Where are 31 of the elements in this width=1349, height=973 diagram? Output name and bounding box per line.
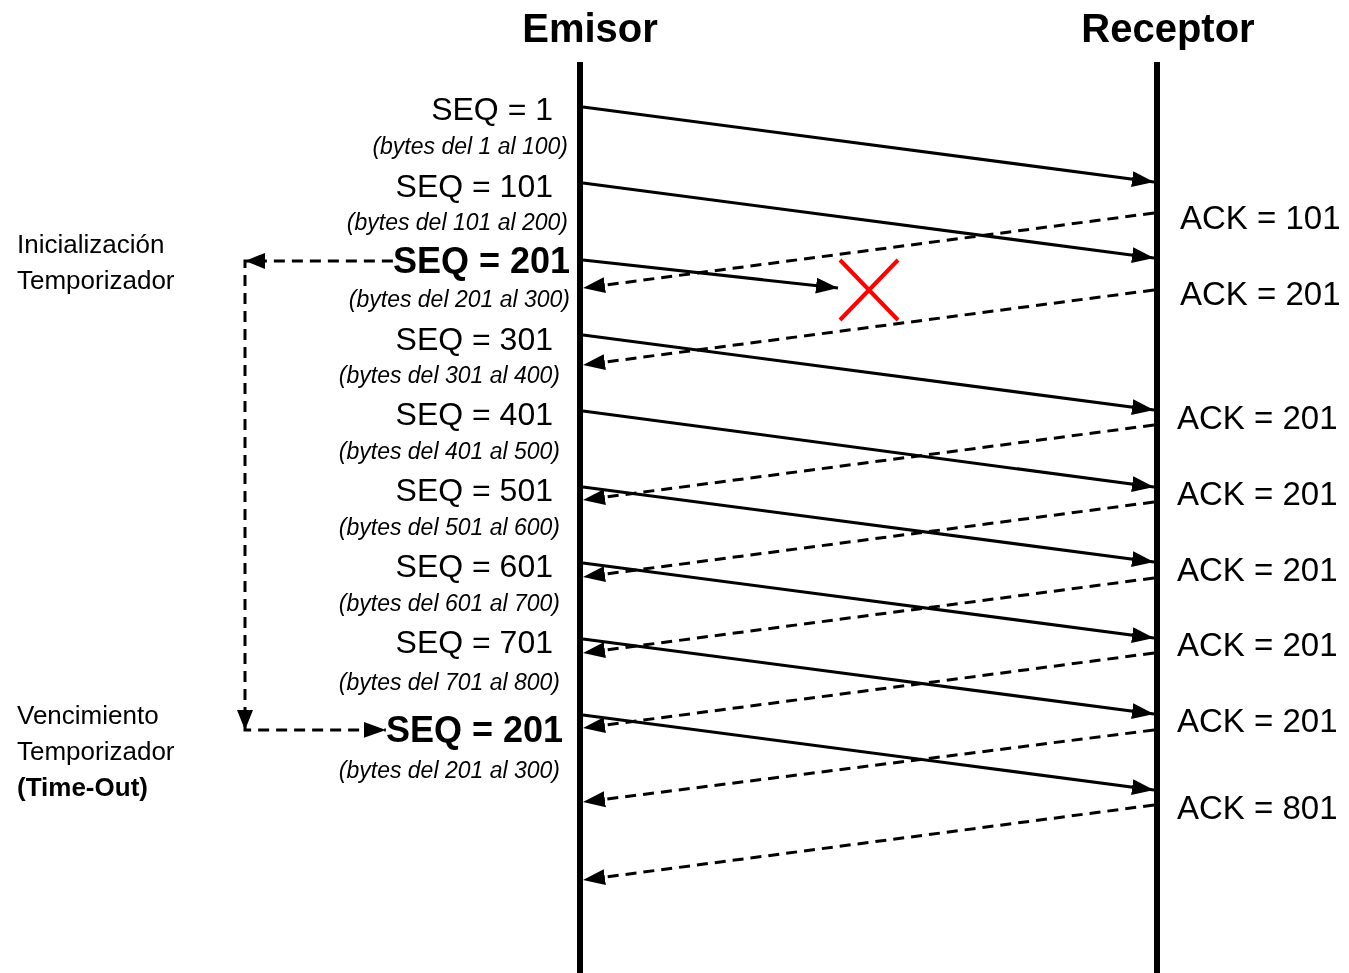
ack-number-label: ACK = 201: [1177, 552, 1338, 589]
ack-number-label: ACK = 201: [1177, 703, 1338, 740]
byte-range-label: (bytes del 1 al 100): [372, 134, 568, 160]
byte-range-label: (bytes del 401 al 500): [338, 439, 560, 465]
ack-number-label: ACK = 201: [1180, 276, 1341, 313]
lifeline-title: Emisor: [522, 6, 658, 50]
sequence-number-label: SEQ = 1: [431, 93, 553, 127]
timer-note: Vencimiento Temporizador (Time-Out): [17, 699, 176, 804]
ack-number-label: ACK = 201: [1177, 400, 1338, 437]
lost-packet-cross-icon: [838, 258, 900, 322]
ack-number-label: ACK = 201: [1177, 476, 1338, 513]
ack-number-label: ACK = 201: [1177, 627, 1338, 664]
sequence-number-label: SEQ = 201: [385, 711, 563, 749]
sequence-number-label: SEQ = 201: [392, 242, 570, 280]
ack-number-label: ACK = 101: [1180, 200, 1341, 237]
byte-range-label: (bytes del 201 al 300): [348, 287, 570, 313]
byte-range-label: (bytes del 701 al 800): [338, 670, 560, 696]
ack-number-label: ACK = 801: [1177, 790, 1338, 827]
sequence-number-label: SEQ = 301: [395, 323, 553, 357]
sequence-number-label: SEQ = 401: [395, 398, 553, 432]
lifeline-title: Receptor: [1081, 6, 1255, 50]
byte-range-label: (bytes del 601 al 700): [338, 591, 560, 617]
timer-note: Inicialización Temporizador: [17, 228, 176, 297]
byte-range-label: (bytes del 201 al 300): [338, 758, 560, 784]
sequence-number-label: SEQ = 101: [395, 170, 553, 204]
sequence-number-label: SEQ = 501: [395, 474, 553, 508]
sequence-number-label: SEQ = 601: [395, 550, 553, 584]
byte-range-label: (bytes del 101 al 200): [346, 210, 568, 236]
byte-range-label: (bytes del 301 al 400): [338, 363, 560, 389]
byte-range-label: (bytes del 501 al 600): [338, 515, 560, 541]
sequence-number-label: SEQ = 701: [395, 626, 553, 660]
